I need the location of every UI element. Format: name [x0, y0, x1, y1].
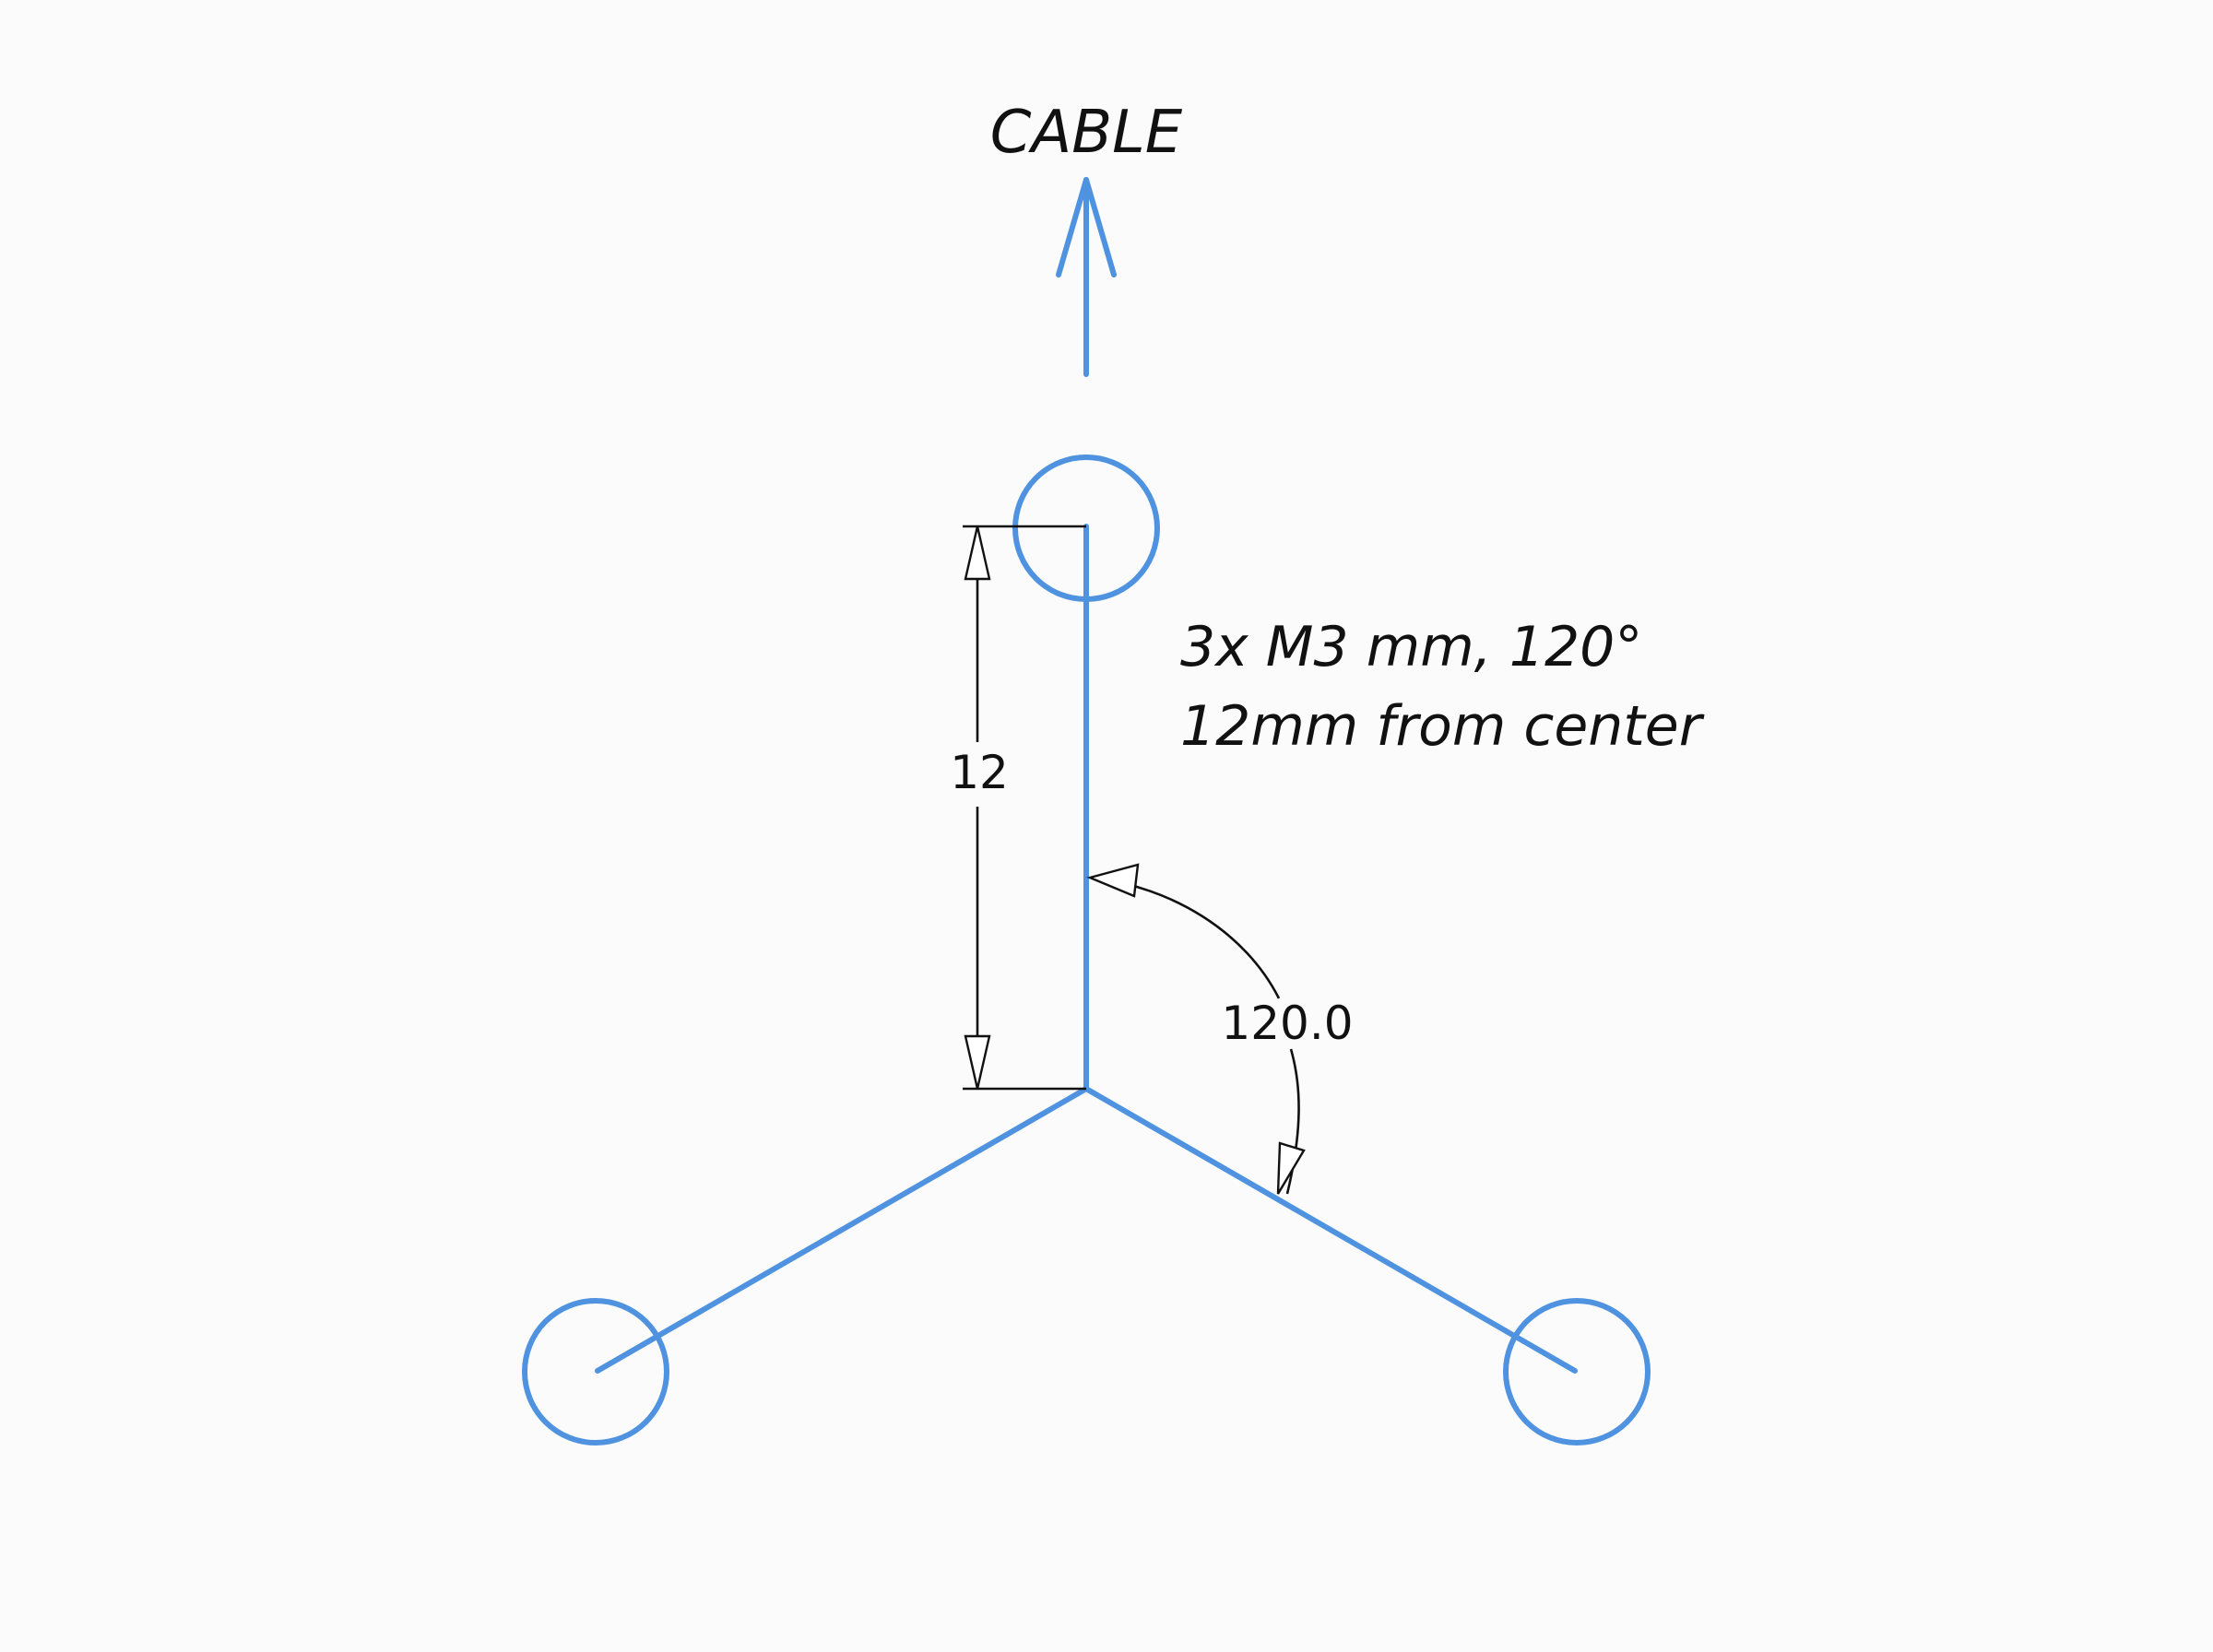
- spokes: [595, 524, 1578, 1374]
- angle-arrowhead-bottom: [1276, 1141, 1306, 1195]
- length-dimension: [963, 525, 1086, 1091]
- angle-arrowhead-top: [1086, 863, 1140, 898]
- dim-arrowhead-bottom: [964, 1034, 991, 1090]
- mount-hole-top: [1012, 454, 1160, 602]
- angle-dimension: [1086, 863, 1306, 1195]
- cable-arrow: [1056, 177, 1117, 377]
- spoke-left: [595, 1086, 1089, 1374]
- dim-arrowhead-top: [964, 525, 991, 581]
- spoke-right: [1083, 1086, 1578, 1374]
- note-line-2: 12mm from center: [1180, 694, 1705, 759]
- dim-angle-label: 120.0: [1221, 997, 1353, 1050]
- mount-hole-left: [522, 1298, 669, 1446]
- mount-hole-right: [1503, 1298, 1651, 1446]
- cable-label: CABLE: [990, 99, 1183, 167]
- note-line-1: 3x M3 mm, 120°: [1180, 615, 1642, 679]
- dim-length-label: 12: [950, 746, 1009, 799]
